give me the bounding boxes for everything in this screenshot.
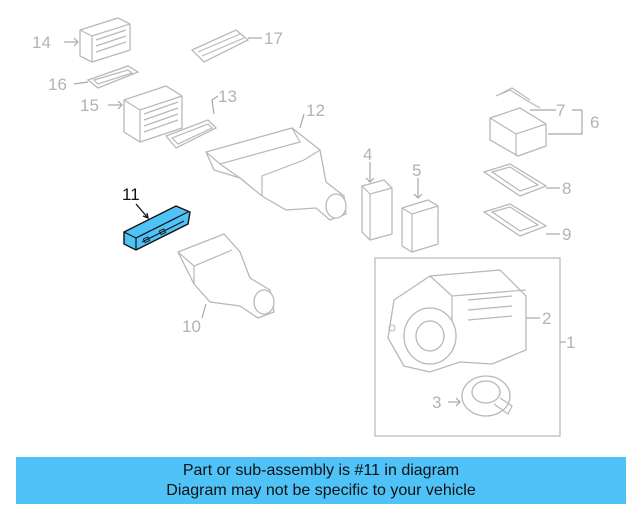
callout-9[interactable]: 9 [562, 225, 571, 244]
part-7-drawing [499, 87, 531, 101]
leader-12 [299, 113, 305, 129]
callout-16[interactable]: 16 [48, 75, 67, 94]
callout-2[interactable]: 2 [542, 309, 551, 328]
callout-10[interactable]: 10 [182, 317, 201, 336]
part-4-drawing [361, 179, 393, 241]
part-10-drawing [177, 233, 275, 319]
callout-15[interactable]: 15 [80, 96, 99, 115]
part-5-drawing [401, 199, 439, 253]
callout-6[interactable]: 6 [590, 113, 599, 132]
callout-7[interactable]: 7 [556, 101, 565, 120]
part-17-drawing [190, 29, 250, 63]
part-14-drawing [79, 17, 131, 63]
part-12-drawing [205, 127, 347, 221]
part-16-drawing [86, 65, 140, 89]
part-9-drawing [482, 203, 548, 237]
part-15-drawing [123, 85, 183, 143]
callout-12[interactable]: 12 [306, 101, 325, 120]
info-banner: Part or sub-assembly is #11 in diagram D… [16, 457, 626, 504]
leader-13 [211, 95, 219, 115]
part-11-drawing [123, 205, 191, 251]
callout-17[interactable]: 17 [264, 29, 283, 48]
callout-11[interactable]: 11 [122, 185, 140, 204]
leader-16 [73, 81, 89, 85]
part-2-drawing [387, 269, 527, 373]
part-3-drawing [461, 375, 513, 417]
banner-line-1: Part or sub-assembly is #11 in diagram [182, 462, 460, 479]
leader-11 [135, 203, 149, 219]
callout-3[interactable]: 3 [432, 393, 441, 412]
assembly-1-frame [374, 257, 561, 437]
part-6-drawing [489, 89, 547, 157]
leader-10 [201, 303, 207, 319]
callout-13[interactable]: 13 [218, 87, 237, 106]
callout-14[interactable]: 14 [32, 33, 51, 52]
callout-5[interactable]: 5 [412, 161, 421, 180]
leader-6 [548, 109, 583, 135]
callout-4[interactable]: 4 [363, 145, 372, 164]
part-8-drawing [482, 163, 548, 197]
part-13-drawing [164, 119, 218, 149]
callout-8[interactable]: 8 [562, 179, 571, 198]
callout-1[interactable]: 1 [566, 333, 575, 352]
banner-line-2: Diagram may not be specific to your vehi… [166, 482, 476, 499]
parts-diagram: 14 16 15 17 13 12 [32, 17, 599, 437]
